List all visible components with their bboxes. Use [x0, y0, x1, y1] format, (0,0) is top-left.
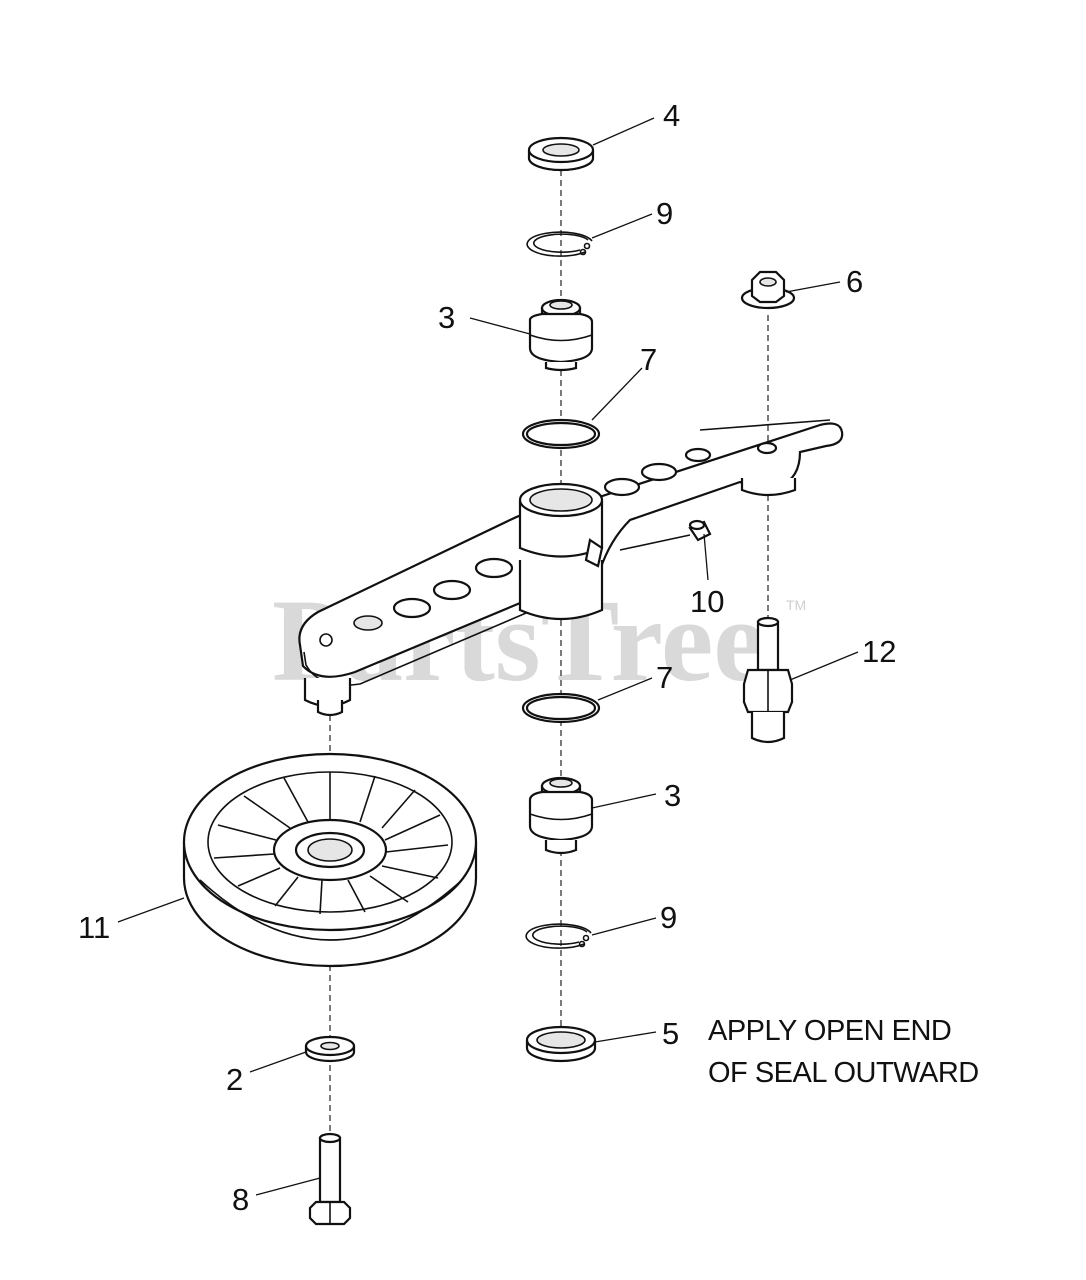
callout-9-top: 9: [656, 196, 673, 231]
shoulder-stud: [742, 616, 794, 744]
idler-pulley: [182, 752, 478, 968]
o-ring-top: [521, 418, 601, 450]
seal-bottom: [525, 1025, 597, 1063]
retaining-ring-top: [526, 231, 593, 257]
note-line-1: APPLY OPEN END: [708, 1015, 951, 1047]
watermark-trademark: TM: [786, 597, 806, 613]
leader-lines: [117, 117, 859, 1196]
callout-numbers: 4 9 6 3 7 10 12 7 3 11 9 5 2 8: [78, 98, 896, 1217]
bearing-top: [528, 298, 594, 372]
o-ring-middle: [521, 692, 601, 724]
callout-3-top: 3: [438, 300, 455, 335]
hex-bolt: [308, 1132, 352, 1226]
seal-top: [527, 136, 595, 172]
retaining-ring-bottom: [525, 923, 592, 949]
callout-3-bottom: 3: [664, 778, 681, 813]
callout-9-bottom: 9: [660, 900, 677, 935]
callout-10: 10: [690, 584, 724, 619]
callout-7-top: 7: [640, 342, 657, 377]
grease-fitting: [619, 519, 712, 551]
callout-2: 2: [226, 1062, 243, 1097]
callout-5: 5: [662, 1016, 679, 1051]
callout-12: 12: [862, 634, 896, 669]
flange-nut: [740, 270, 796, 310]
callout-4: 4: [663, 98, 680, 133]
flat-washer: [304, 1035, 356, 1063]
callout-11: 11: [78, 910, 110, 945]
callout-6: 6: [846, 264, 863, 299]
callout-8: 8: [232, 1182, 249, 1217]
idler-arm: [298, 419, 844, 717]
bearing-bottom: [528, 776, 594, 855]
callout-7-middle: 7: [656, 660, 673, 695]
assembly-note: APPLY OPEN END OF SEAL OUTWARD: [708, 1015, 979, 1089]
note-line-2: OF SEAL OUTWARD: [708, 1057, 979, 1089]
